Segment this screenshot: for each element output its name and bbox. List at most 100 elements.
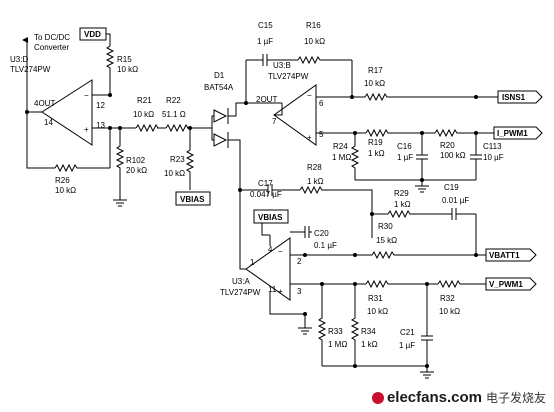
svg-text:VBIAS: VBIAS [258,213,283,222]
r16-value: 10 kΩ [304,37,325,46]
d1-value: BAT54A [204,83,234,92]
u3d-opamp [41,79,93,146]
vdd-wire [106,33,111,46]
u3d-pin14: 14 [44,118,53,127]
r16-resistor [297,55,352,65]
c21-value: 1 µF [399,341,415,350]
u3d-part: TLV274PW [10,65,51,74]
r34-resistor [350,284,360,366]
u3b-part: TLV274PW [268,72,309,81]
r20-value: 100 kΩ [440,151,466,160]
u3a-pin4: 4 [268,245,273,254]
ground-symbol [113,199,127,207]
c19-value: 0.01 µF [442,196,469,205]
isns1-label: ISNS1 [497,90,543,104]
junction-dots [25,93,478,368]
r26-ref: R26 [55,176,70,185]
u3a-ref: U3:A [232,277,250,286]
u3d-plus-sign: + [84,125,89,134]
r17-resistor [364,92,498,102]
u3a-plus-sign: + [278,287,283,296]
r28-ref: R28 [307,163,322,172]
r34-ref: R34 [361,327,376,336]
c20-value: 0.1 µF [314,241,337,250]
c15-ref: C15 [258,21,273,30]
u3a-pin1: 1 [250,258,255,267]
c17-ref: C17 [258,179,273,188]
u3d-pin13: 13 [96,121,105,130]
r21-value: 10 kΩ [133,110,154,119]
u3b-minus-sign: − [307,91,312,100]
r30-ref: R30 [378,222,393,231]
r28-resistor [299,185,373,238]
svg-text:VDD: VDD [84,30,101,39]
r17-ref: R17 [368,66,383,75]
c16-ref: C16 [397,142,412,151]
c21-capacitor [421,284,433,366]
c113-value: 10 µF [483,153,504,162]
c113-capacitor [470,133,482,180]
r21-resistor [135,123,159,133]
r22-value: 51.1 Ω [162,110,186,119]
u3d-minus-sign: − [84,91,89,100]
r32-value: 10 kΩ [439,307,460,316]
r23-resistor [185,128,195,190]
r102-ref: R102 [126,156,146,165]
r19-value: 1 kΩ [368,149,385,158]
v-pwm1-label: V_PWM1 [485,277,537,291]
svg-text:V_PWM1: V_PWM1 [489,280,523,289]
r29-resistor [372,209,440,219]
c17-value: 0.047 µF [250,190,282,199]
u3a-out-wire [239,222,246,270]
r20-ref: R20 [440,141,455,150]
vbias-label-1: VBIAS [175,191,211,206]
r26-resistor [54,163,110,173]
r29-ref: R29 [394,189,409,198]
u3a-opamp [245,237,291,301]
u3d-fb-wire [26,112,55,169]
vbias-label-2: VBIAS [253,209,289,224]
r22-ref: R22 [166,96,181,105]
u3d-pin12: 12 [96,101,105,110]
r34-value: 1 kΩ [361,340,378,349]
d1-diode [211,102,282,222]
r19-resistor [365,128,435,138]
u3b-pin6: 6 [319,99,324,108]
c15-capacitor [246,54,298,66]
u3b-pin7: 7 [272,117,277,126]
r24-resistor [350,133,360,180]
u3a-part: TLV274PW [220,288,261,297]
elecfans-logo-icon [371,392,384,405]
r32-ref: R32 [440,294,455,303]
c20-capacitor [290,226,312,238]
r102-resistor [115,128,125,200]
u3a-minus-sign: − [278,247,283,256]
r33-ref: R33 [328,327,343,336]
u3d-out-label: 4OUT [34,99,55,108]
watermark-cn: 电子发烧友 [485,391,546,405]
i-pwm1-label: I_PWM1 [493,126,543,140]
r30-value: 15 kΩ [376,236,397,245]
r24-value: 1 MΩ [332,153,351,162]
ground-symbol-3 [298,327,312,335]
c16-capacitor [416,133,428,180]
svg-text:VBIAS: VBIAS [180,195,205,204]
r102-value: 20 kΩ [126,166,147,175]
c16-value: 1 µF [397,153,413,162]
d1-ref: D1 [214,71,225,80]
u3b-plus-sign: + [307,133,312,142]
u3a-vminus-wire [269,292,306,328]
u3b-out-wire [274,103,283,116]
watermark-brand: elecfans.com [386,389,482,406]
c17-capacitor [240,184,300,196]
r32-resistor [437,279,486,289]
u3a-pin2: 2 [297,257,302,266]
r15-resistor [105,45,115,82]
note-line1: To DC/DC [34,33,70,42]
note-line2: Converter [34,43,69,52]
r20-resistor [434,128,494,138]
r26-value: 10 kΩ [55,186,76,195]
r33-resistor [317,284,327,366]
